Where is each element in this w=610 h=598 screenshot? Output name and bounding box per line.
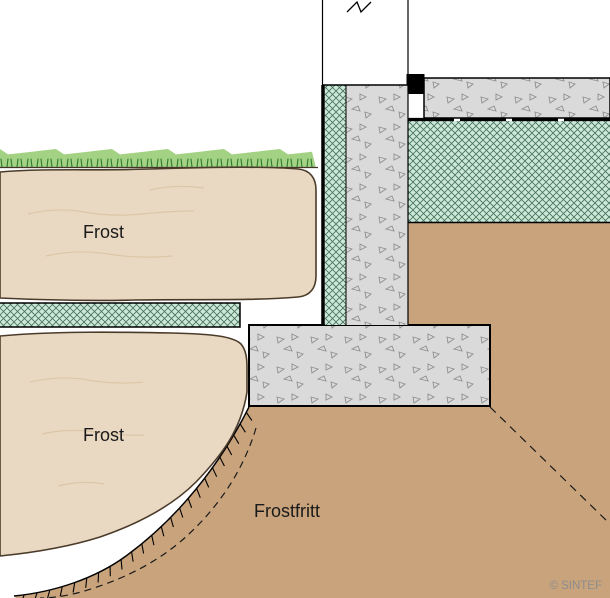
frost-boundary-hatch-ticks [22, 411, 253, 598]
ground-insulation-outline [0, 302, 241, 328]
sill-block [406, 74, 425, 94]
ground-insulation-strip [0, 302, 241, 328]
credit-text: © SINTEF [549, 580, 602, 592]
frost-free-label: Frostfritt [254, 501, 320, 521]
ground-surface [0, 149, 318, 169]
soil-texture-upper [27, 185, 205, 258]
frost-zone-upper-area [0, 166, 317, 302]
frost-zone-lower-area [0, 331, 248, 557]
frost-lower-label: Frost [83, 425, 124, 445]
soil-texture-lower [29, 377, 145, 487]
floor-construction [406, 74, 610, 224]
wall-concrete [346, 85, 408, 325]
frost-zone-upper [0, 166, 317, 302]
frost-zone-lower [0, 331, 248, 557]
wall-exterior-insulation [324, 85, 346, 325]
foundation-wall [321, 0, 409, 325]
frost-upper-label: Frost [83, 222, 124, 242]
frost-boundary-dashed-left [39, 427, 257, 598]
frost-free-soil-area [14, 222, 610, 598]
footing [248, 324, 491, 407]
wall-break-mark [346, 0, 372, 14]
ground-insulation-fill [0, 303, 240, 327]
floor-slab [423, 77, 610, 119]
floor-insulation [408, 121, 610, 222]
grass-blades [0, 158, 313, 168]
